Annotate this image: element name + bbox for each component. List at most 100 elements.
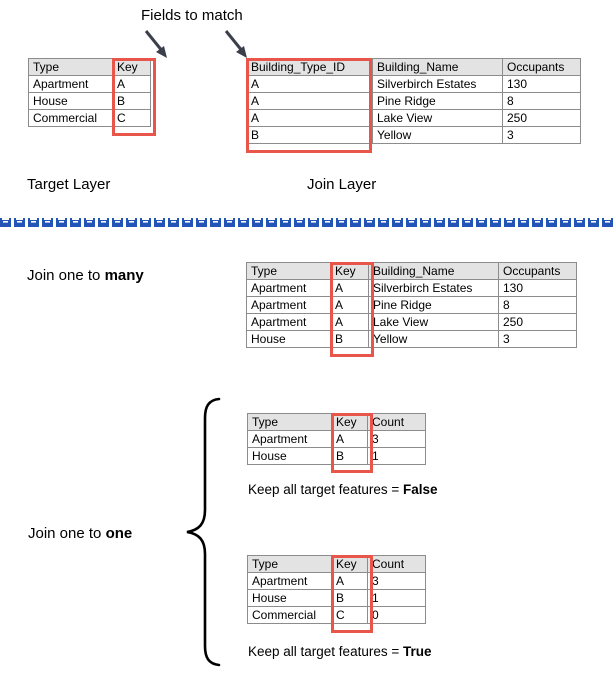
column-header-count: Count xyxy=(367,555,426,573)
join-one-to-one-prefix: Join one to xyxy=(28,525,106,542)
join-one-to-many-emphasis: many xyxy=(104,267,144,284)
column-header-key: Key xyxy=(112,58,151,76)
cell-building-name: Yellow xyxy=(372,126,503,144)
column-header-type: Type xyxy=(247,413,332,431)
cell-key: A xyxy=(331,430,368,448)
table-row: A Silverbirch Estates 130 xyxy=(246,75,581,93)
target-layer-caption: Target Layer xyxy=(27,176,111,193)
keep-all-true-value: True xyxy=(402,644,432,659)
table-row: B Yellow 3 xyxy=(246,126,581,144)
cell-type: House xyxy=(247,447,332,465)
cell-building-type-id: A xyxy=(246,109,373,127)
cell-type: Apartment xyxy=(247,572,332,590)
cell-key: B xyxy=(331,589,368,607)
cell-occupants: 3 xyxy=(498,330,577,348)
table-header-row: Type Key Count xyxy=(247,413,426,431)
join-one-to-one-true-table: Type Key Count Apartment A 3 House B 1 C… xyxy=(247,555,426,624)
column-header-occupants: Occupants xyxy=(498,262,577,280)
keep-all-false-caption: Keep all target features = False xyxy=(248,483,438,497)
join-one-to-many-result-table: Type Key Building_Name Occupants Apartme… xyxy=(246,262,577,348)
column-header-key: Key xyxy=(331,555,368,573)
cell-key: A xyxy=(331,572,368,590)
cell-type: Commercial xyxy=(28,109,113,127)
table-row: Apartment A 3 xyxy=(247,430,426,448)
target-layer-table: Type Key Apartment A House B Commercial … xyxy=(28,58,151,127)
cell-occupants: 8 xyxy=(498,296,577,314)
join-one-to-one-false-table: Type Key Count Apartment A 3 House B 1 xyxy=(247,413,426,465)
cell-occupants: 8 xyxy=(502,92,581,110)
table-row: House B 1 xyxy=(247,447,426,465)
cell-type: Commercial xyxy=(247,606,332,624)
keep-all-true-prefix: Keep all target features = xyxy=(248,644,403,659)
cell-type: House xyxy=(28,92,113,110)
keep-all-false-value: False xyxy=(402,482,438,497)
cell-count: 3 xyxy=(367,572,426,590)
join-layer-caption: Join Layer xyxy=(307,176,377,193)
column-header-type: Type xyxy=(247,555,332,573)
cell-count: 1 xyxy=(367,589,426,607)
column-header-building-name: Building_Name xyxy=(368,262,499,280)
table-row: Apartment A Silverbirch Estates 130 xyxy=(246,279,577,297)
column-header-count: Count xyxy=(367,413,426,431)
join-one-to-one-emphasis: one xyxy=(105,525,133,542)
cell-count: 1 xyxy=(367,447,426,465)
column-header-key: Key xyxy=(331,413,368,431)
table-row: Apartment A Lake View 250 xyxy=(246,313,577,331)
table-header-row: Building_Type_ID Building_Name Occupants xyxy=(246,58,581,76)
table-row: Apartment A xyxy=(28,75,151,93)
column-header-building-name: Building_Name xyxy=(372,58,503,76)
table-row: Commercial C 0 xyxy=(247,606,426,624)
table-row: A Pine Ridge 8 xyxy=(246,92,581,110)
column-header-type: Type xyxy=(246,262,331,280)
keep-all-false-prefix: Keep all target features = xyxy=(248,482,403,497)
cell-type: Apartment xyxy=(28,75,113,93)
table-row: Apartment A Pine Ridge 8 xyxy=(246,296,577,314)
cell-key: C xyxy=(112,109,151,127)
cell-key: B xyxy=(112,92,151,110)
table-header-row: Type Key xyxy=(28,58,151,76)
column-header-building-type-id: Building_Type_ID xyxy=(246,58,373,76)
table-row: Apartment A 3 xyxy=(247,572,426,590)
arrow-down-right-icon-target xyxy=(144,30,167,58)
cell-occupants: 130 xyxy=(502,75,581,93)
cell-key: C xyxy=(331,606,368,624)
cell-occupants: 130 xyxy=(498,279,577,297)
cell-type: Apartment xyxy=(246,296,331,314)
join-one-to-many-prefix: Join one to xyxy=(27,267,105,284)
cell-occupants: 250 xyxy=(502,109,581,127)
cell-key: B xyxy=(331,447,368,465)
cell-building-type-id: B xyxy=(246,126,373,144)
cell-building-name: Lake View xyxy=(368,313,499,331)
cell-type: Apartment xyxy=(246,279,331,297)
cell-building-name: Pine Ridge xyxy=(368,296,499,314)
section-divider xyxy=(0,218,613,230)
keep-all-true-caption: Keep all target features = True xyxy=(248,645,432,659)
table-row: House B 1 xyxy=(247,589,426,607)
cell-key: A xyxy=(330,279,369,297)
table-row: A Lake View 250 xyxy=(246,109,581,127)
table-row: House B Yellow 3 xyxy=(246,330,577,348)
table-row: Commercial C xyxy=(28,109,151,127)
cell-key: A xyxy=(112,75,151,93)
cell-building-name: Lake View xyxy=(372,109,503,127)
cell-type: Apartment xyxy=(247,430,332,448)
cell-count: 0 xyxy=(367,606,426,624)
cell-type: House xyxy=(246,330,331,348)
table-header-row: Type Key Building_Name Occupants xyxy=(246,262,577,280)
cell-occupants: 250 xyxy=(498,313,577,331)
cell-building-name: Yellow xyxy=(368,330,499,348)
column-header-key: Key xyxy=(330,262,369,280)
join-layer-table: Building_Type_ID Building_Name Occupants… xyxy=(246,58,581,144)
cell-occupants: 3 xyxy=(502,126,581,144)
table-row: House B xyxy=(28,92,151,110)
cell-building-name: Pine Ridge xyxy=(372,92,503,110)
cell-building-name: Silverbirch Estates xyxy=(372,75,503,93)
column-header-type: Type xyxy=(28,58,113,76)
cell-building-type-id: A xyxy=(246,92,373,110)
join-one-to-one-label: Join one to one xyxy=(28,526,132,541)
fields-to-match-label: Fields to match xyxy=(141,7,243,24)
join-one-to-many-label: Join one to many xyxy=(27,268,144,283)
cell-building-type-id: A xyxy=(246,75,373,93)
cell-key: A xyxy=(330,313,369,331)
